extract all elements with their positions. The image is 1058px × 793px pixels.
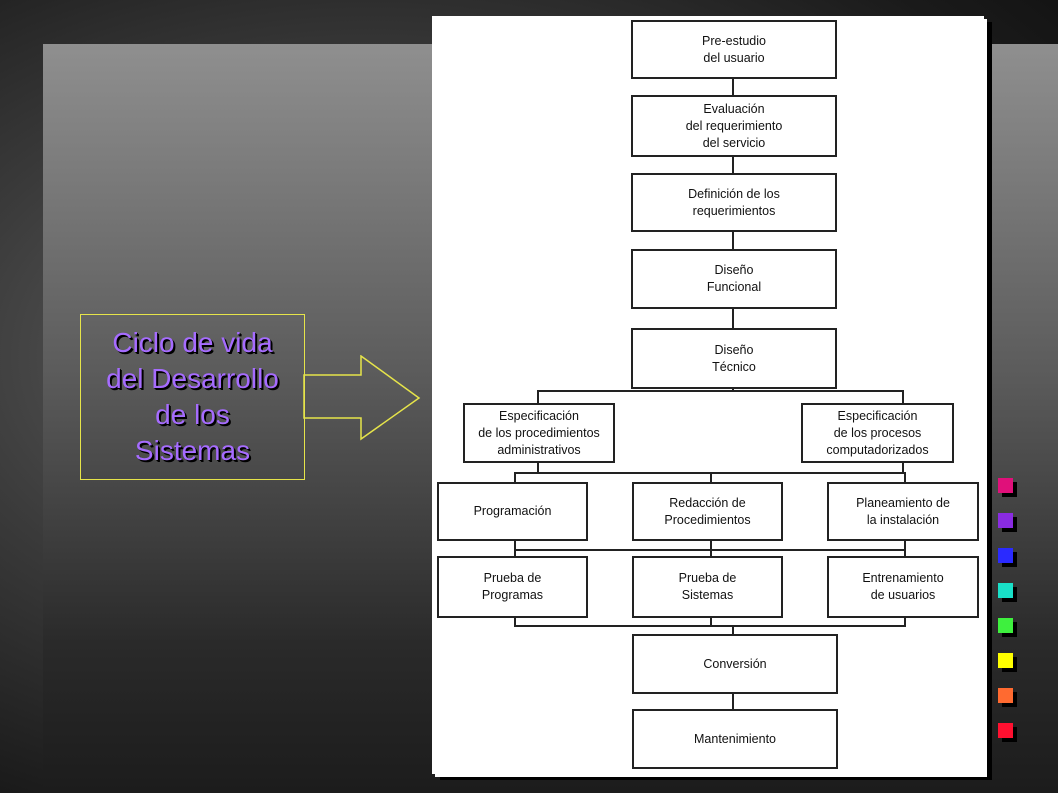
node-label: Redacción de xyxy=(669,495,746,510)
node-label: Especificación xyxy=(499,408,579,423)
connector xyxy=(732,308,734,329)
connector xyxy=(514,472,516,483)
node-label: del servicio xyxy=(702,135,766,150)
connector xyxy=(904,472,906,483)
connector xyxy=(732,625,734,635)
square-bullet-icon xyxy=(998,653,1017,672)
connector xyxy=(710,617,712,627)
node-evaluacion: Evaluación del requerimiento del servici… xyxy=(631,95,837,157)
node-label: Mantenimiento xyxy=(694,731,776,746)
slide-title-line-2: del Desarrollo xyxy=(106,363,279,394)
node-label: de usuarios xyxy=(870,588,936,602)
right-arrow-icon xyxy=(303,355,421,441)
node-programacion: Programación xyxy=(437,482,588,541)
node-label: Funcional xyxy=(706,280,762,294)
node-definicion: Definición de los requerimientos xyxy=(631,173,837,232)
connector xyxy=(514,625,906,627)
square-bullet-icon xyxy=(998,583,1017,602)
node-label: computadorizados xyxy=(826,442,929,457)
square-bullet-icon xyxy=(998,688,1017,707)
node-mantenimiento: Mantenimiento xyxy=(632,709,838,769)
connector xyxy=(904,540,906,557)
connector xyxy=(732,231,734,250)
node-esp-computadorizados: Especificación de los procesos computado… xyxy=(801,403,954,463)
node-label: Planeamiento de xyxy=(856,495,950,510)
node-label: del requerimiento xyxy=(685,118,783,133)
node-label: Conversión xyxy=(703,656,767,671)
node-redaccion: Redacción de Procedimientos xyxy=(632,482,783,541)
connector xyxy=(514,549,906,551)
slide-title-line-3: de los xyxy=(155,399,230,430)
node-prueba-programas: Prueba de Programas xyxy=(437,556,588,618)
square-bullet-icon xyxy=(998,548,1017,567)
connector xyxy=(732,156,734,174)
square-bullet-icon xyxy=(998,618,1017,637)
node-label: Especificación xyxy=(837,408,918,423)
node-label: requerimientos xyxy=(692,203,776,218)
connector xyxy=(537,462,539,472)
connector xyxy=(537,390,539,404)
connector xyxy=(514,540,516,557)
square-bullet-icon xyxy=(998,478,1017,497)
connector xyxy=(732,388,734,391)
node-label: Definición de los xyxy=(688,186,780,201)
connector xyxy=(710,540,712,557)
node-label: de los procedimientos xyxy=(478,425,600,440)
node-entrenamiento: Entrenamiento de usuarios xyxy=(827,556,979,618)
connector xyxy=(732,78,734,96)
node-esp-administrativos: Especificación de los procedimientos adm… xyxy=(463,403,615,463)
node-planeamiento: Planeamiento de la instalación xyxy=(827,482,979,541)
node-label: Sistemas xyxy=(681,588,734,602)
connector xyxy=(902,462,904,472)
square-bullet-icon xyxy=(998,723,1017,742)
connector xyxy=(904,617,906,627)
connector xyxy=(710,472,712,483)
node-label: de los procesos xyxy=(833,425,922,440)
node-label: Técnico xyxy=(712,359,756,374)
node-label: Entrenamiento xyxy=(862,571,944,585)
node-diseno-tecnico: Diseño Técnico xyxy=(631,328,837,389)
node-prueba-sistemas: Prueba de Sistemas xyxy=(632,556,783,618)
connector xyxy=(732,693,734,710)
node-label: Procedimientos xyxy=(664,512,751,527)
node-label: Diseño xyxy=(714,263,754,277)
slide-title-line-1: Ciclo de vida xyxy=(112,327,273,358)
node-label: Prueba de xyxy=(678,571,737,585)
node-label: Pre-estudio xyxy=(702,33,766,48)
node-label: Programación xyxy=(473,504,552,518)
node-label: Evaluación xyxy=(703,101,765,116)
slide-title-line-4: Sistemas xyxy=(134,435,251,466)
connector xyxy=(514,617,516,627)
node-label: administrativos xyxy=(497,442,581,457)
square-bullet-icon xyxy=(998,513,1017,532)
node-label: del usuario xyxy=(703,50,765,65)
node-label: Programas xyxy=(481,588,544,602)
connector xyxy=(537,390,904,392)
node-label: Prueba de xyxy=(483,571,542,585)
node-conversion: Conversión xyxy=(632,634,838,694)
connector xyxy=(902,390,904,404)
flowchart-paper: Pre-estudio del usuario Evaluación del r… xyxy=(432,16,984,774)
slide-title-frame: Ciclo de vida del Desarrollo de los Sist… xyxy=(80,314,305,480)
node-pre-estudio: Pre-estudio del usuario xyxy=(631,20,837,79)
node-diseno-funcional: Diseño Funcional xyxy=(631,249,837,309)
node-label: Diseño xyxy=(714,342,754,357)
node-label: la instalación xyxy=(866,512,940,527)
